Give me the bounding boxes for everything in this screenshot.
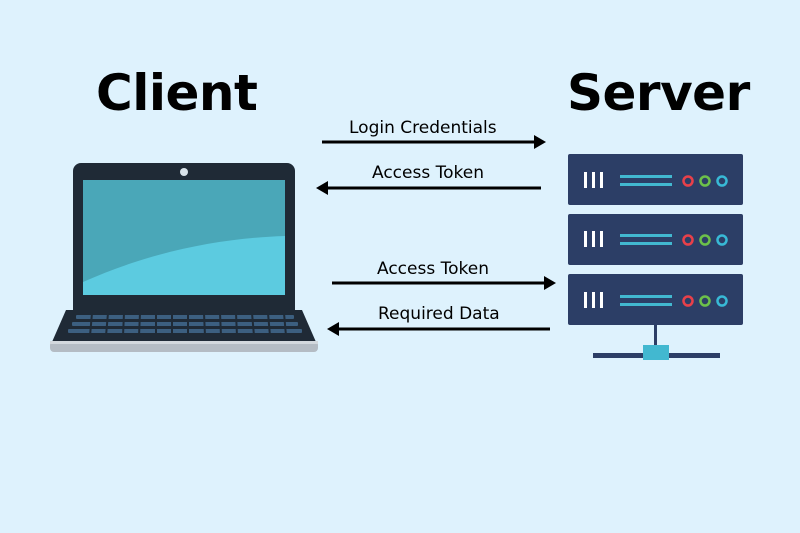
network-connector <box>593 325 720 360</box>
arrow-required-data <box>327 322 550 336</box>
arrow-access-token-send <box>332 276 556 290</box>
flow-label-access-token-send: Access Token <box>377 259 489 279</box>
server-icon <box>568 154 743 360</box>
flow-label-required-data: Required Data <box>378 304 500 324</box>
flow-label-access-token-return: Access Token <box>372 163 484 183</box>
arrow-access-token-return <box>316 181 541 195</box>
flow-label-login-credentials: Login Credentials <box>349 118 497 138</box>
arrow-login-credentials <box>322 135 546 149</box>
server-unit <box>568 154 743 205</box>
server-unit <box>568 274 743 325</box>
client-heading: Client <box>96 64 258 122</box>
server-heading: Server <box>567 64 750 122</box>
server-unit <box>568 214 743 265</box>
flow-arrows <box>316 135 556 336</box>
laptop-icon <box>50 163 318 352</box>
